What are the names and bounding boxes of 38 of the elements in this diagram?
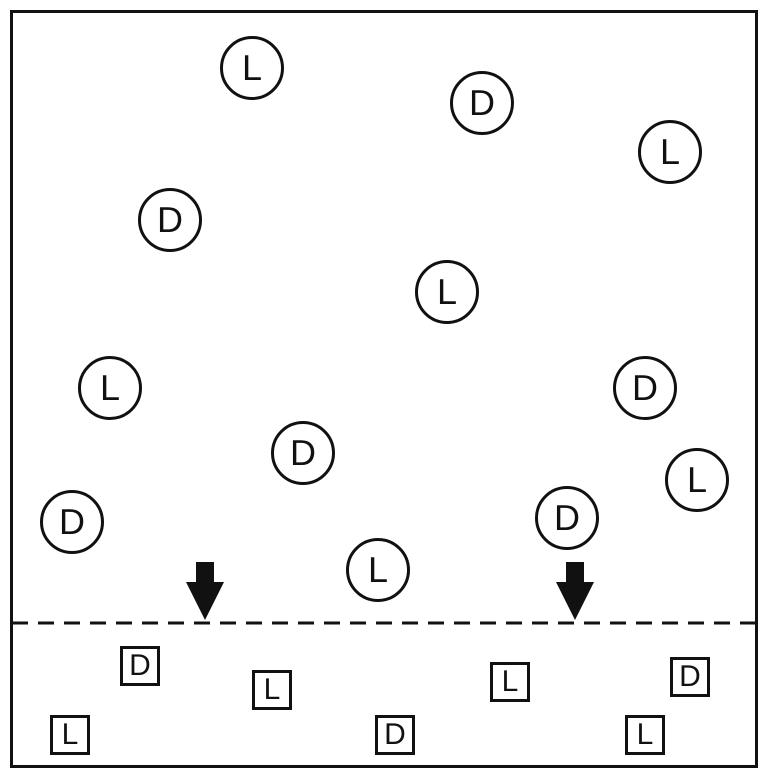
circle-marker	[346, 538, 410, 602]
letter-label: D	[632, 370, 658, 406]
square-marker	[120, 646, 160, 686]
circle-marker	[665, 448, 729, 512]
circle-marker	[78, 356, 142, 420]
letter-label: L	[660, 134, 680, 170]
letter-label: L	[264, 675, 280, 705]
square-marker	[50, 715, 90, 755]
circle-marker	[613, 356, 677, 420]
letter-label: D	[59, 504, 85, 540]
letter-label: D	[554, 500, 580, 536]
letter-label: D	[679, 662, 701, 692]
letter-label: D	[290, 435, 316, 471]
circle-marker	[415, 260, 479, 324]
letter-label: D	[157, 202, 183, 238]
letter-label: L	[636, 720, 654, 750]
letter-label: L	[686, 462, 708, 498]
circle-marker	[271, 421, 335, 485]
square-marker	[670, 657, 710, 697]
letter-label: L	[368, 552, 388, 588]
circle-marker	[220, 36, 284, 100]
square-marker	[252, 670, 292, 710]
square-marker	[490, 662, 530, 702]
letter-label: D	[384, 720, 406, 750]
letter-label: L	[62, 720, 78, 750]
circle-marker	[450, 71, 514, 135]
circle-marker	[638, 120, 702, 184]
letter-label: L	[502, 667, 518, 697]
square-marker	[375, 715, 415, 755]
letter-label: L	[436, 274, 458, 310]
letter-label: L	[100, 370, 120, 406]
circle-marker	[40, 490, 104, 554]
circle-marker	[535, 486, 599, 550]
letter-label: D	[469, 85, 495, 121]
letter-label: L	[242, 50, 262, 86]
circle-marker	[138, 188, 202, 252]
square-marker	[625, 715, 665, 755]
letter-label: D	[129, 651, 151, 681]
